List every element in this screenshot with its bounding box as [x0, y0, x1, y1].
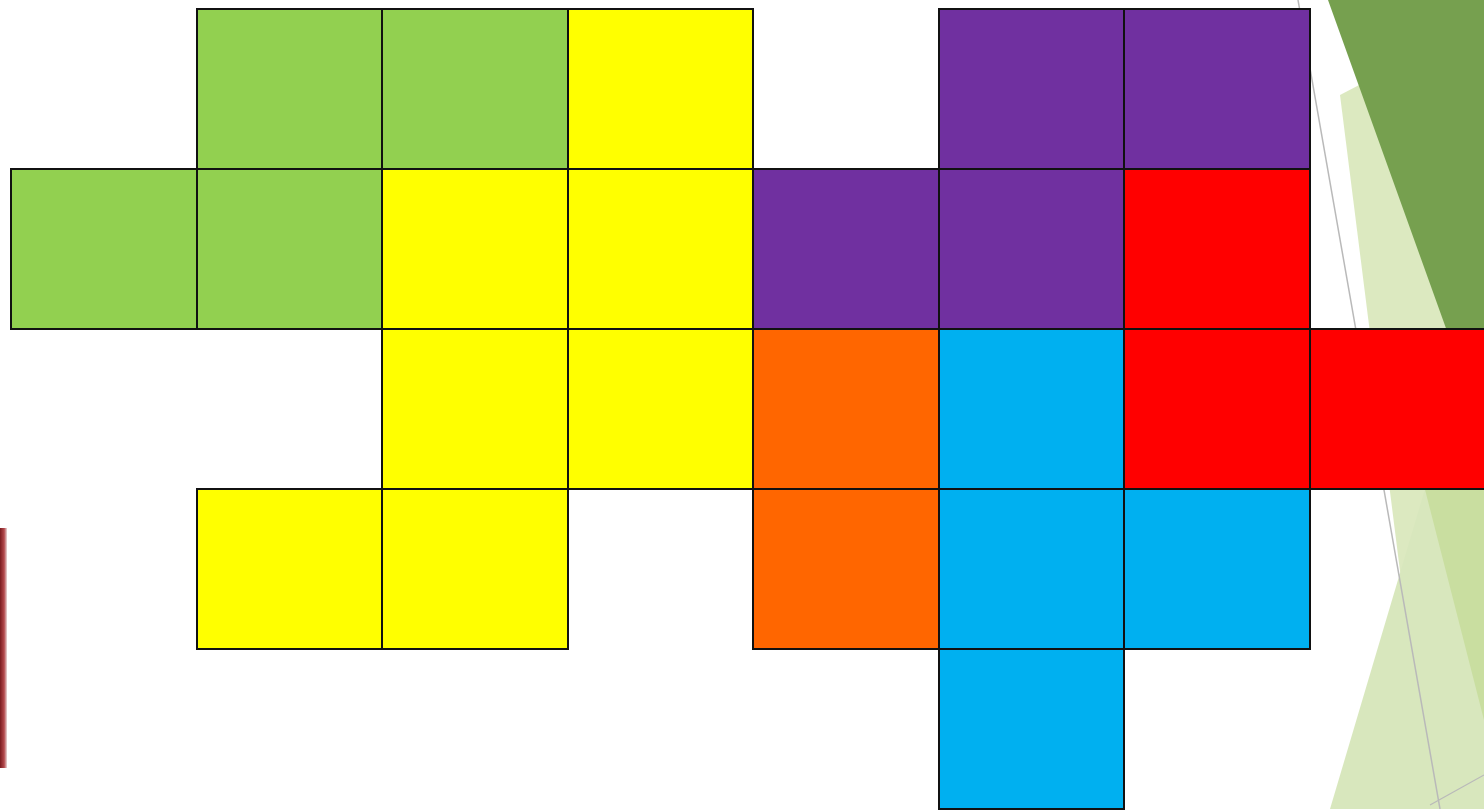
- orange-piece-cell: [752, 328, 940, 490]
- purple-piece-cell: [938, 8, 1126, 170]
- blue-piece-cell: [938, 488, 1126, 650]
- yellow-piece-cell: [381, 168, 569, 330]
- blue-piece-cell: [938, 648, 1126, 810]
- red-piece-cell: [1123, 328, 1311, 490]
- red-piece-cell: [1309, 328, 1484, 490]
- orange-piece-cell: [752, 488, 940, 650]
- green-piece-cell: [10, 168, 198, 330]
- yellow-piece-cell: [381, 328, 569, 490]
- yellow-piece-cell: [567, 8, 755, 170]
- purple-piece-cell: [752, 168, 940, 330]
- blue-piece-cell: [938, 328, 1126, 490]
- green-piece-cell: [381, 8, 569, 170]
- blue-piece-cell: [1123, 488, 1311, 650]
- yellow-piece-cell: [196, 488, 384, 650]
- red-piece-cell: [1123, 168, 1311, 330]
- purple-piece-cell: [1123, 8, 1311, 170]
- yellow-piece-cell: [381, 488, 569, 650]
- green-piece-cell: [196, 168, 384, 330]
- purple-piece-cell: [938, 168, 1126, 330]
- green-piece-cell: [196, 8, 384, 170]
- yellow-piece-cell: [567, 328, 755, 490]
- yellow-piece-cell: [567, 168, 755, 330]
